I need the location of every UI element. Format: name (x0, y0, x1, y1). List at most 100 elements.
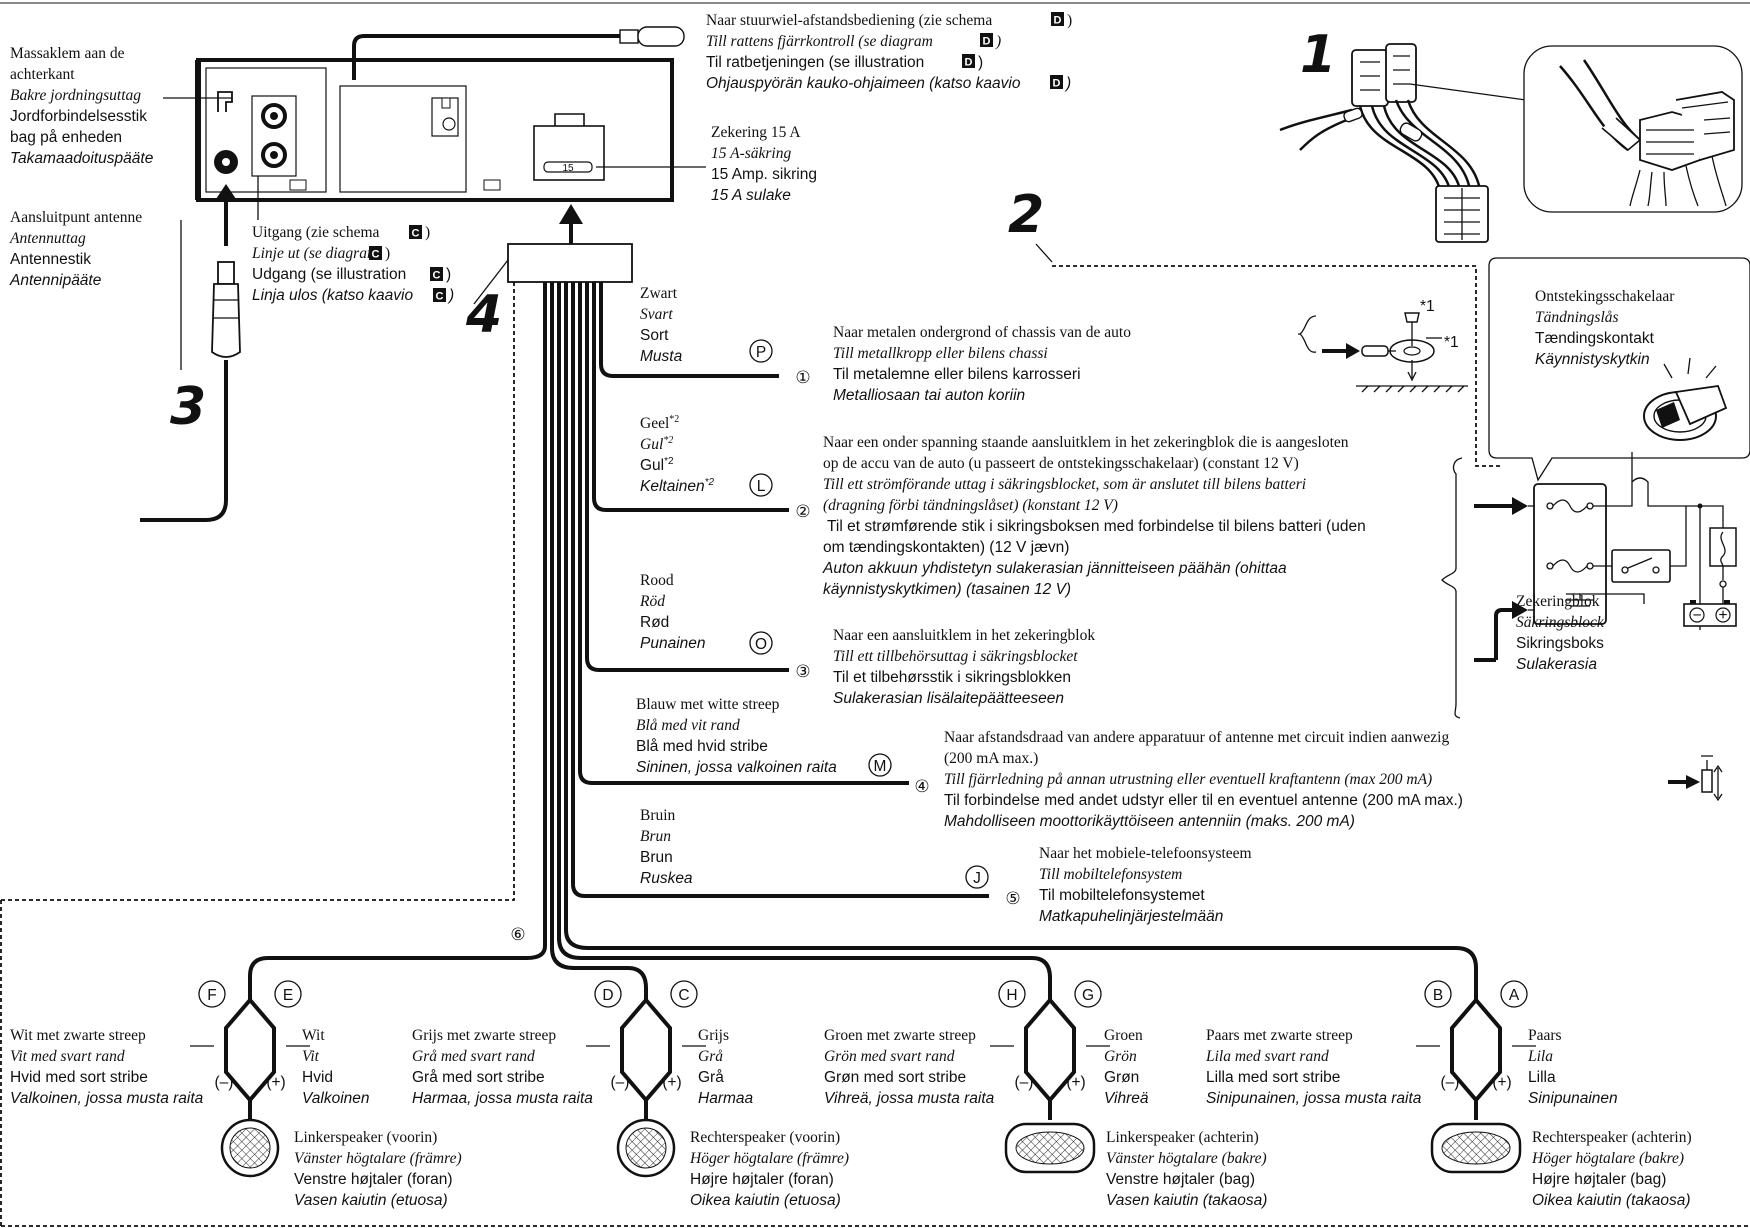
wire-2-label: Geel*2 Gul*2 Gul*2 Keltainen*2 L ② Naar … (640, 414, 1366, 598)
svg-text:①: ① (795, 368, 810, 387)
svg-text:O: O (755, 636, 767, 653)
speaker-wire-neg-label: Harmaa, jossa musta raita (412, 1090, 593, 1107)
svg-text:C: C (412, 228, 420, 240)
svg-text:(200 mA max.): (200 mA max.) (944, 750, 1038, 767)
speaker-letter-neg: F (207, 987, 216, 1004)
polarity-pos: (+) (1066, 1074, 1085, 1091)
speaker-wire-neg-label: Grøn med sort stribe (824, 1069, 966, 1086)
speaker-wire-pos-label: Lilla (1528, 1069, 1556, 1086)
ground-illustration: *1 *1 (1298, 298, 1468, 393)
speaker-name: Rechterspeaker (achterin) (1532, 1129, 1692, 1146)
svg-text:Matkapuhelinjärjestelmään: Matkapuhelinjärjestelmään (1039, 908, 1223, 925)
polarity-neg: (–) (215, 1074, 234, 1091)
svg-text:Punainen: Punainen (640, 635, 706, 652)
svg-text:Till metallkropp eller bilens: Till metallkropp eller bilens chassi (833, 345, 1048, 362)
speaker-wire-neg-label: Hvid med sort stribe (10, 1069, 148, 1086)
harness-number: ⑥ (510, 925, 525, 944)
speaker-frame (0, 900, 1749, 1227)
wire-5-brown (571, 282, 989, 898)
speaker-wire-neg-label: Sinipunainen, jossa musta raita (1206, 1090, 1422, 1107)
svg-text:Til mobiltelefonsystemet: Til mobiltelefonsystemet (1039, 887, 1205, 904)
svg-text:Aansluitpunt antenne: Aansluitpunt antenne (10, 209, 142, 226)
svg-text:Till mobiltelefonsystem: Till mobiltelefonsystem (1039, 866, 1182, 883)
svg-text:): ) (978, 54, 983, 71)
speaker-letter-neg: H (1006, 987, 1017, 1004)
svg-text:Sikringsboks: Sikringsboks (1516, 635, 1604, 652)
wire-rear-right (564, 282, 1478, 1000)
svg-text:Gul*2: Gul*2 (640, 435, 673, 453)
svg-text:Antennipääte: Antennipääte (9, 272, 102, 289)
svg-text:③: ③ (795, 662, 810, 681)
ignition-callout: Ontstekingsschakelaar Tändningslås Tændi… (1488, 257, 1750, 482)
speaker-wire-pos-label: Paars (1528, 1027, 1562, 1044)
speaker-wire-neg-label: Wit met zwarte streep (10, 1027, 146, 1044)
svg-text:D: D (1054, 15, 1062, 27)
svg-text:Säkringsblock: Säkringsblock (1516, 614, 1605, 631)
svg-text:Gul*2: Gul*2 (640, 456, 674, 474)
speaker-wire-pos-label: Valkoinen (302, 1090, 370, 1107)
steering-remote-cable (352, 26, 685, 80)
svg-text:Antennuttag: Antennuttag (9, 230, 86, 247)
svg-text:Naar metalen ondergrond of cha: Naar metalen ondergrond of chassis van d… (833, 324, 1131, 341)
power-antenna-icon (1668, 755, 1723, 802)
wire-5-label: Bruin Brun Brun Ruskea J ⑤ Naar het mobi… (640, 807, 1252, 925)
wire-4-blue-white (578, 282, 909, 785)
dotted-boundary (1, 265, 1500, 901)
wire-3-red (585, 282, 789, 672)
speaker-wire-pos-label: Grå (698, 1069, 724, 1086)
speaker-letter-pos: E (283, 987, 293, 1004)
polarity-neg: (–) (1441, 1074, 1460, 1091)
speaker-letter-neg: D (602, 987, 613, 1004)
svg-text:Keltainen*2: Keltainen*2 (640, 477, 715, 495)
speaker-wire-pos-label: Hvid (302, 1069, 333, 1086)
speaker-wire-pos-label: Sinipunainen (1528, 1090, 1618, 1107)
svg-text:om tændingskontakten) (12 V jæ: om tændingskontakten) (12 V jævn) (823, 539, 1069, 556)
svg-text:Tændingskontakt: Tændingskontakt (1535, 330, 1655, 347)
speaker-wire-neg-label: Vihreä, jossa musta raita (824, 1090, 995, 1107)
antenna-plug (140, 261, 241, 522)
wire-4-label: Blauw met witte streep Blå med vit rand … (636, 696, 1463, 830)
svg-text:15 A sulake: 15 A sulake (711, 187, 791, 204)
wire-front-right (550, 282, 648, 1000)
svg-text:Naar een onder spanning staand: Naar een onder spanning staande aansluit… (823, 434, 1349, 451)
svg-text:Rood: Rood (640, 572, 674, 589)
svg-text:C: C (436, 291, 444, 303)
svg-text:Jordforbindelsesstik: Jordforbindelsesstik (10, 108, 147, 125)
svg-text:bag på enheden: bag på enheden (10, 129, 122, 146)
svg-text:Naar stuurwiel-afstandsbedieni: Naar stuurwiel-afstandsbediening (zie sc… (706, 12, 992, 29)
speaker-wire-pos-label: Grön (1104, 1048, 1137, 1065)
svg-text:Ruskea: Ruskea (640, 870, 693, 887)
svg-text:Sininen, jossa valkoinen raita: Sininen, jossa valkoinen raita (636, 759, 837, 776)
footnote-1b: *1 (1444, 334, 1459, 351)
svg-text:Blå med hvid stribe: Blå med hvid stribe (636, 738, 768, 755)
svg-text:Til et tilbehørsstik i sikring: Til et tilbehørsstik i sikringsblokken (833, 669, 1071, 686)
ground-label: Massaklem aan de achterkant Bakre jordni… (10, 45, 154, 167)
speaker-wire-neg-label: Lilla med sort stribe (1206, 1069, 1340, 1086)
diagram-ref-c: C C C C ) ) ) ) (369, 224, 454, 304)
step-number-1: 1 (1300, 25, 1336, 85)
speaker-wire-pos-label: Groen (1104, 1027, 1143, 1044)
speaker-wire-neg-label: Grå med svart rand (412, 1048, 535, 1065)
speaker-name: Höger högtalare (främre) (689, 1150, 849, 1167)
svg-text:): ) (446, 266, 451, 283)
svg-text:Linja ulos (katso kaavio: Linja ulos (katso kaavio (252, 287, 413, 304)
svg-text:Sulakerasia: Sulakerasia (1516, 656, 1597, 673)
svg-text:P: P (756, 344, 766, 361)
svg-text:Til et strømførende stik i sik: Til et strømførende stik i sikringsbokse… (827, 518, 1366, 535)
speaker-name: Oikea kaiutin (etuosa) (690, 1192, 841, 1209)
battery-minus: − (1692, 607, 1701, 624)
speaker-name: Venstre højtaler (bag) (1106, 1171, 1255, 1188)
wire-3-label: Rood Röd Rød Punainen O ③ Naar een aansl… (639, 572, 1095, 707)
svg-text:D: D (983, 36, 991, 48)
svg-text:achterkant: achterkant (10, 66, 75, 83)
diagram-ref-d: D D D D ) ) ) ) (962, 12, 1072, 92)
polarity-pos: (+) (266, 1074, 285, 1091)
speaker-wire-pos-label: Grijs (698, 1027, 729, 1044)
svg-text:Metalliosaan tai auton koriin: Metalliosaan tai auton koriin (833, 387, 1025, 404)
speaker-name: Rechterspeaker (voorin) (690, 1129, 840, 1146)
svg-text:D: D (965, 57, 973, 69)
